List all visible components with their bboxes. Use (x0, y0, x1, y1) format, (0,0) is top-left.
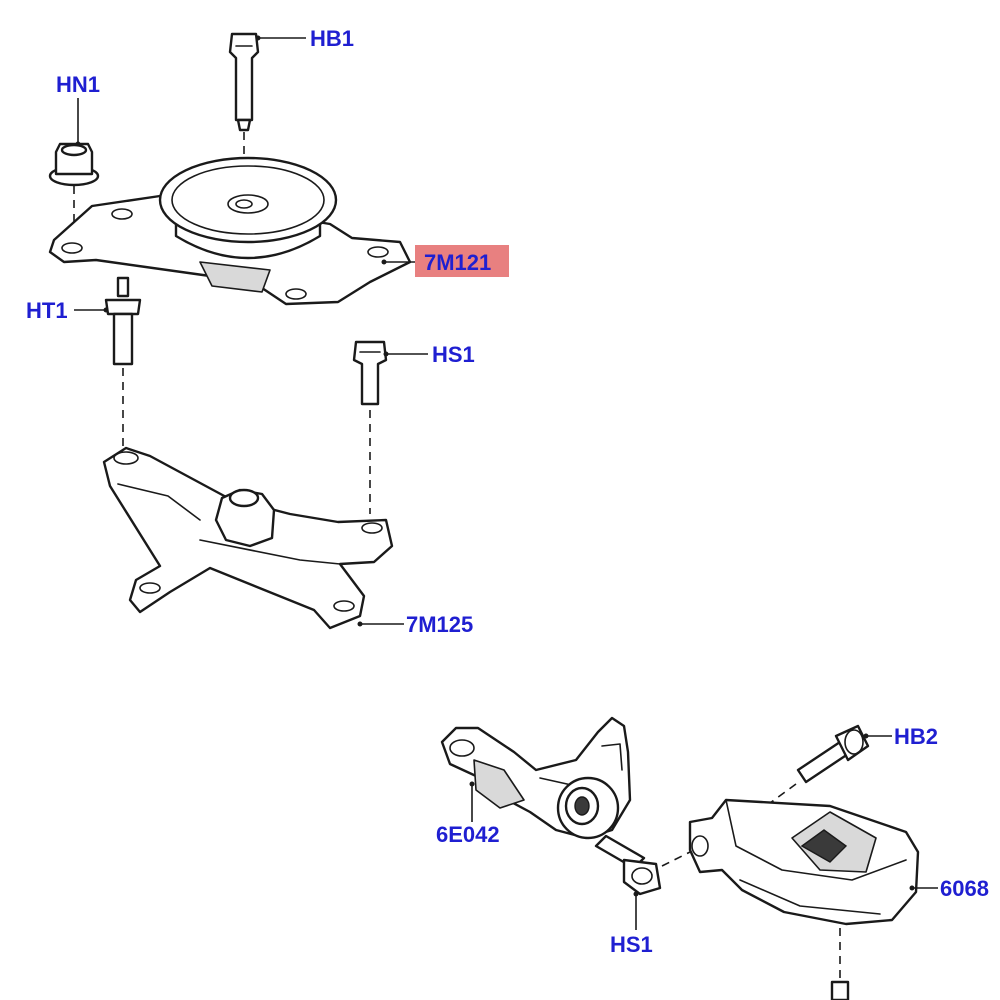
label-hb1: HB1 (310, 26, 354, 51)
callout-6068: 6068 (909, 876, 989, 901)
label-hb2: HB2 (894, 724, 938, 749)
part-7m125-bracket[interactable] (102, 446, 394, 630)
nut-hn1[interactable] (48, 142, 100, 187)
centerline-hs1-bottom (661, 851, 691, 867)
label-hs1-bottom: HS1 (610, 932, 653, 957)
stud-ht1[interactable] (104, 276, 142, 366)
callout-7m121: 7M121 (381, 245, 509, 277)
callout-hs1-bottom: HS1 (610, 891, 653, 957)
bolt-hs1-bottom[interactable] (594, 834, 662, 896)
label-7m125: 7M125 (406, 612, 473, 637)
callout-6e042: 6E042 (436, 781, 500, 847)
label-6e042: 6E042 (436, 822, 500, 847)
highlight-box-7m121 (415, 245, 509, 277)
callout-hs1-top: HS1 (383, 342, 475, 367)
callout-ht1: HT1 (26, 298, 109, 323)
label-hs1-top: HS1 (432, 342, 475, 367)
callout-7m125: 7M125 (357, 612, 473, 637)
label-hn1: HN1 (56, 72, 100, 97)
label-6068: 6068 (940, 876, 989, 901)
label-ht1: HT1 (26, 298, 68, 323)
part-7m121-engine-mount[interactable] (48, 156, 412, 306)
bolt-hb1[interactable] (228, 32, 260, 132)
part-6068-transmission-mount[interactable] (688, 798, 920, 1000)
callout-hb1: HB1 (255, 26, 354, 51)
callout-hb2: HB2 (863, 724, 938, 749)
bolt-hb2[interactable] (796, 724, 870, 784)
callout-hn1: HN1 (56, 72, 100, 147)
bolt-hs1-top[interactable] (352, 340, 388, 406)
part-6e042-torque-rod[interactable] (440, 716, 632, 840)
label-7m121: 7M121 (424, 250, 491, 275)
